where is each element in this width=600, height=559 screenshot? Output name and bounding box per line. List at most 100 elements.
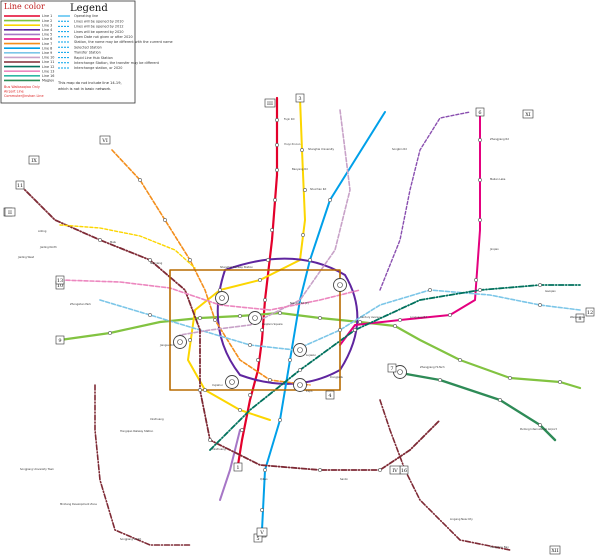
station-dot[interactable]: [188, 258, 192, 262]
station-dot[interactable]: [238, 314, 242, 318]
legend-line-label: Line 6: [42, 37, 52, 41]
roman-line-label: V: [259, 530, 264, 536]
station-dot[interactable]: [478, 178, 482, 182]
station-dot[interactable]: [458, 358, 462, 362]
station-dot[interactable]: [478, 138, 482, 142]
station-dot[interactable]: [248, 393, 252, 397]
roman-line-box: [264, 98, 276, 108]
station-dot[interactable]: [328, 198, 332, 202]
station-dot[interactable]: [538, 283, 542, 287]
station-dot[interactable]: [298, 368, 302, 372]
station-dot[interactable]: [300, 148, 304, 152]
line-number-box: [15, 180, 25, 190]
station-dot[interactable]: [428, 288, 432, 292]
station-dot[interactable]: [275, 143, 279, 147]
roman-line-label: II: [8, 210, 12, 216]
station-dot[interactable]: [378, 468, 382, 472]
interchange-hub[interactable]: [333, 278, 347, 292]
interchange-hub[interactable]: [293, 343, 307, 357]
station-label-center: Dongjiadu: [330, 375, 344, 379]
station-dot[interactable]: [278, 418, 282, 422]
station-dot[interactable]: [338, 328, 342, 332]
station-dot[interactable]: [393, 324, 397, 328]
station-dot[interactable]: [148, 313, 152, 317]
station-dot[interactable]: [318, 316, 322, 320]
station-dot[interactable]: [256, 358, 260, 362]
station-dot[interactable]: [198, 388, 202, 392]
station-dot[interactable]: [301, 233, 305, 237]
station-dot[interactable]: [438, 378, 442, 382]
line-9-route: [99, 289, 581, 351]
station-dot[interactable]: [474, 278, 478, 282]
station-dot[interactable]: [213, 318, 217, 322]
station-label-north: Zhangjiang Rd: [490, 137, 509, 141]
interchange-hub[interactable]: [293, 378, 307, 392]
roman-line-label: IV: [392, 468, 398, 474]
station-dot[interactable]: [275, 168, 279, 172]
station-dot[interactable]: [353, 328, 357, 332]
roman-line-label: III: [267, 101, 273, 107]
station-label-south: Minhang Development Zone: [60, 502, 97, 506]
line-number-label: 12: [587, 310, 593, 316]
line-number-box: [475, 107, 485, 117]
legend-planned-label: Airport Line: [4, 90, 24, 94]
station-dot[interactable]: [308, 258, 312, 262]
station-dot[interactable]: [138, 178, 142, 182]
station-dot[interactable]: [478, 288, 482, 292]
station-dot[interactable]: [318, 468, 322, 472]
station-label-north: Meilan Lake: [490, 177, 506, 181]
legend-symbol-label: Lines will be opened by 2012: [74, 25, 124, 29]
station-dot[interactable]: [263, 468, 267, 472]
station-dot[interactable]: [538, 303, 542, 307]
station-dot[interactable]: [238, 408, 242, 412]
station-dot[interactable]: [358, 320, 362, 324]
station-label-south: Songjiang South: [120, 537, 142, 541]
station-label-south: Hangzhou Bay: [490, 545, 509, 549]
line-13-route: [59, 279, 361, 311]
station-dot[interactable]: [248, 343, 252, 347]
interchange-hub[interactable]: [215, 291, 229, 305]
station-dot[interactable]: [273, 198, 277, 202]
station-dot[interactable]: [208, 438, 212, 442]
station-dot[interactable]: [188, 338, 192, 342]
station-dot[interactable]: [508, 376, 512, 380]
station-dot[interactable]: [275, 118, 279, 122]
station-dot[interactable]: [498, 398, 502, 402]
station-dot[interactable]: [270, 228, 274, 232]
legend-symbol-label: Operating line: [74, 14, 98, 18]
station-dot[interactable]: [98, 238, 102, 242]
station-dot[interactable]: [266, 258, 270, 262]
station-dot[interactable]: [260, 508, 264, 512]
line-number-box: [55, 275, 65, 285]
station-label-south: Xinzhuang: [212, 447, 226, 451]
station-dot[interactable]: [278, 311, 282, 315]
legend-line-label: Line 1: [42, 14, 52, 18]
station-dot[interactable]: [263, 298, 267, 302]
station-dot[interactable]: [448, 313, 452, 317]
legend-line-label: Line 8: [42, 46, 52, 50]
station-dot[interactable]: [240, 428, 244, 432]
station-dot[interactable]: [268, 378, 272, 382]
legend-note-line1: This map do not include line 14-19,: [57, 81, 122, 85]
interchange-hub[interactable]: [225, 375, 239, 389]
station-dot[interactable]: [558, 380, 562, 384]
station-dot[interactable]: [478, 218, 482, 222]
line-5-route: [219, 429, 241, 501]
station-dot[interactable]: [258, 278, 262, 282]
station-dot[interactable]: [148, 258, 152, 262]
station-dot[interactable]: [108, 331, 112, 335]
interchange-hub[interactable]: [248, 311, 262, 325]
station-dot[interactable]: [538, 423, 542, 427]
station-dot[interactable]: [163, 218, 167, 222]
station-dot[interactable]: [260, 328, 264, 332]
station-dot[interactable]: [203, 388, 207, 392]
station-dot[interactable]: [303, 188, 307, 192]
station-dot[interactable]: [288, 358, 292, 362]
station-dot[interactable]: [398, 318, 402, 322]
line-number-label: 16: [401, 468, 407, 474]
interchange-hub[interactable]: [173, 335, 187, 349]
station-dot[interactable]: [198, 316, 202, 320]
